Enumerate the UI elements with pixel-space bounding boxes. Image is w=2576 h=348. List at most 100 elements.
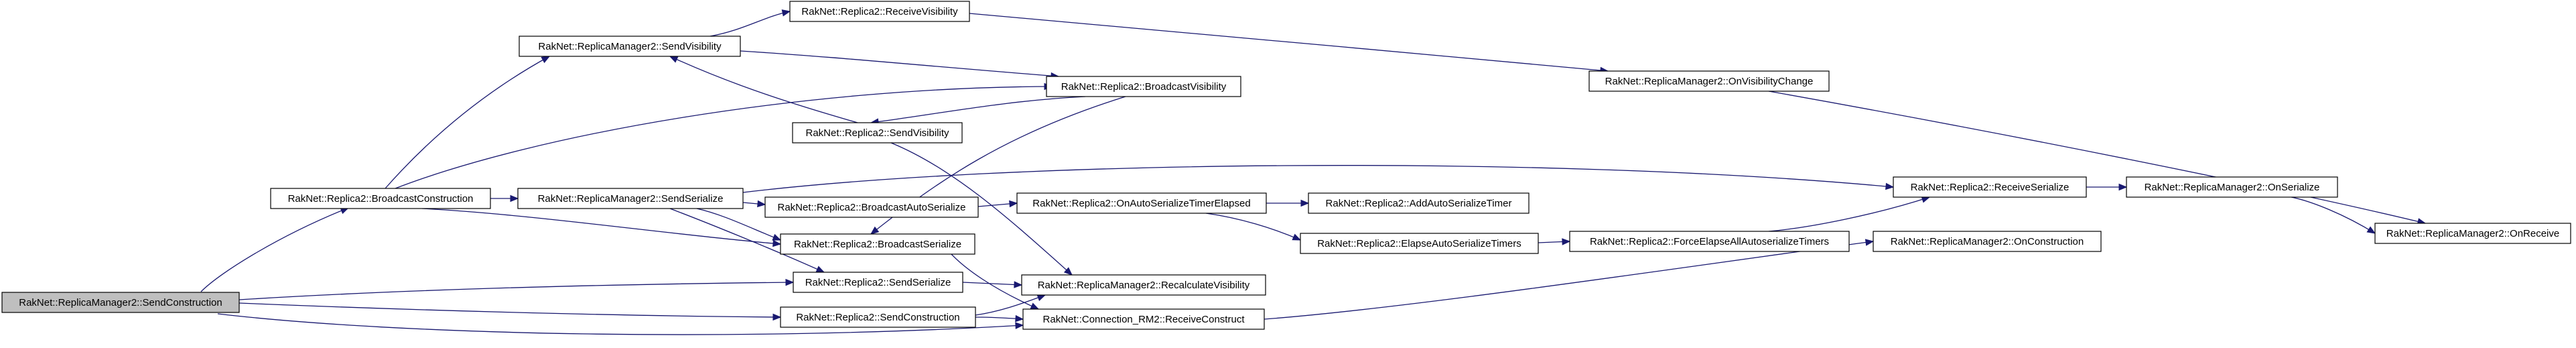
node-box[interactable] xyxy=(780,233,975,255)
graph-edges xyxy=(200,9,2427,335)
edge-n12-to-n11 xyxy=(1266,199,1310,207)
graph-node[interactable]: RakNet::ReplicaManager2::RecalculateVisi… xyxy=(1021,274,1266,296)
edge-line xyxy=(1205,213,1301,241)
graph-node[interactable]: RakNet::Replica2::BroadcastConstruction xyxy=(270,188,491,209)
node-box[interactable] xyxy=(793,272,963,293)
edge-n11-to-n10 xyxy=(977,200,1018,208)
edge-line xyxy=(1768,91,2426,224)
edge-n15-to-n9 xyxy=(742,165,1895,193)
node-box[interactable] xyxy=(792,122,963,143)
graph-node[interactable]: RakNet::Replica2::SendVisibility xyxy=(792,122,963,143)
edge-arrowhead xyxy=(1865,239,1875,246)
edge-line xyxy=(395,86,1053,189)
node-box[interactable] xyxy=(764,196,979,218)
edge-line xyxy=(385,56,550,189)
node-box[interactable] xyxy=(270,188,491,209)
node-box[interactable] xyxy=(1046,76,1241,97)
graph-node[interactable]: RakNet::Replica2::OnAutoSerializeTimerEl… xyxy=(1016,192,1267,214)
edge-n8-to-n7 xyxy=(890,142,1073,276)
graph-node[interactable]: RakNet::Replica2::SendConstruction xyxy=(780,306,976,328)
graph-node[interactable]: RakNet::Replica2::AddAutoSerializeTimer xyxy=(1308,192,1530,214)
edge-line xyxy=(740,50,1059,77)
edge-arrowhead xyxy=(757,200,766,208)
edge-n2-to-n7 xyxy=(669,56,858,123)
edge-arrowhead xyxy=(1030,302,1040,310)
edge-arrowhead xyxy=(785,278,795,286)
node-box[interactable] xyxy=(780,306,976,328)
node-box[interactable] xyxy=(1893,176,2087,198)
node-label: RakNet::Replica2::BroadcastConstruction xyxy=(288,193,474,205)
graph-node[interactable]: RakNet::Connection_RM2::ReceiveConstruct xyxy=(1022,308,1265,330)
node-box[interactable] xyxy=(1021,274,1266,296)
edge-line xyxy=(217,313,1024,335)
edge-n4-to-n3 xyxy=(969,13,1609,74)
edge-n7-to-n6 xyxy=(870,96,1086,125)
node-label: RakNet::Replica2::ReceiveSerialize xyxy=(1911,182,2070,193)
graph-node[interactable]: RakNet::Replica2::ReceiveVisibility xyxy=(789,1,970,22)
edge-n19-to-n0 xyxy=(239,278,795,300)
node-box[interactable] xyxy=(1569,231,1850,252)
graph-node[interactable]: RakNet::ReplicaManager2::OnConstruction xyxy=(1873,231,2102,252)
node-label: RakNet::ReplicaManager2::OnSerialize xyxy=(2145,182,2320,193)
edge-arrowhead xyxy=(510,194,519,202)
node-box[interactable] xyxy=(1016,192,1267,214)
edge-n13-to-n11 xyxy=(1205,213,1302,241)
graph-node[interactable]: RakNet::Replica2::ElapseAutoSerializeTim… xyxy=(1300,233,1539,254)
graph-node[interactable]: RakNet::Replica2::SendSerialize xyxy=(793,272,963,293)
node-box[interactable] xyxy=(519,36,741,57)
graph-node[interactable]: RakNet::ReplicaManager2::SendConstructio… xyxy=(1,292,240,313)
edge-arrowhead xyxy=(870,226,880,235)
edge-arrowhead xyxy=(1015,314,1024,323)
edge-n2-to-n1 xyxy=(385,56,551,189)
edge-n3-to-n2 xyxy=(709,9,791,37)
graph-node[interactable]: RakNet::ReplicaManager2::SendVisibility xyxy=(519,36,741,57)
edge-arrowhead xyxy=(1036,294,1046,301)
graph-node[interactable]: RakNet::Replica2::BroadcastAutoSerialize xyxy=(764,196,979,218)
graph-node[interactable]: RakNet::Replica2::BroadcastVisibility xyxy=(1046,76,1241,97)
graph-node[interactable]: RakNet::Replica2::BroadcastSerialize xyxy=(780,233,975,255)
node-box[interactable] xyxy=(1308,192,1530,214)
edge-n17-to-n9 xyxy=(696,208,782,241)
graph-node[interactable]: RakNet::Replica2::ForceElapseAllAutoseri… xyxy=(1569,231,1850,252)
edge-arrowhead xyxy=(2118,183,2128,191)
node-box[interactable] xyxy=(1588,70,1830,92)
edge-arrowhead xyxy=(541,56,551,64)
edge-arrowhead xyxy=(669,56,679,63)
node-box[interactable] xyxy=(1873,231,2102,252)
edge-n15-to-n14 xyxy=(1768,196,1931,232)
graph-node[interactable]: RakNet::ReplicaManager2::OnSerialize xyxy=(2126,176,2338,198)
node-box[interactable] xyxy=(1,292,240,313)
node-label: RakNet::Replica2::ElapseAutoSerializeTim… xyxy=(1317,238,1521,249)
node-label: RakNet::ReplicaManager2::SendVisibility xyxy=(538,41,722,52)
edge-arrowhead xyxy=(1562,238,1571,245)
edge-line xyxy=(962,282,1022,286)
node-box[interactable] xyxy=(2126,176,2338,198)
node-label: RakNet::Replica2::SendSerialize xyxy=(805,277,951,288)
edge-n9-to-n1 xyxy=(490,194,519,202)
edge-line xyxy=(2291,196,2376,234)
node-box[interactable] xyxy=(789,1,970,22)
node-box[interactable] xyxy=(1300,233,1539,254)
edge-n14-to-n13 xyxy=(1538,238,1571,245)
graph-node[interactable]: RakNet::ReplicaManager2::OnReceive xyxy=(2374,223,2571,244)
node-label: RakNet::Connection_RM2::ReceiveConstruct xyxy=(1043,314,1245,325)
edge-n6-to-n2 xyxy=(740,50,1060,80)
edge-n5-to-n4 xyxy=(1768,91,2427,225)
edge-arrowhead xyxy=(1063,267,1073,276)
edge-n5-to-n16 xyxy=(2291,196,2376,234)
graph-node[interactable]: RakNet::ReplicaManager2::OnVisibilityCha… xyxy=(1588,70,1830,92)
node-label: RakNet::Replica2::SendConstruction xyxy=(796,312,959,323)
edge-arrowhead xyxy=(1009,200,1018,208)
graph-node[interactable]: RakNet::ReplicaManager2::SendSerialize xyxy=(517,188,744,209)
node-label: RakNet::Replica2::BroadcastVisibility xyxy=(1061,81,1227,93)
edge-n16-to-n15 xyxy=(2086,183,2128,191)
edge-n21-to-n20 xyxy=(975,314,1024,323)
node-label: RakNet::ReplicaManager2::SendSerialize xyxy=(538,193,724,205)
node-box[interactable] xyxy=(1022,308,1265,330)
graph-node[interactable]: RakNet::Replica2::ReceiveSerialize xyxy=(1893,176,2087,198)
edge-line xyxy=(669,208,825,273)
node-box[interactable] xyxy=(2374,223,2571,244)
edge-arrowhead xyxy=(781,9,791,17)
node-box[interactable] xyxy=(517,188,744,209)
